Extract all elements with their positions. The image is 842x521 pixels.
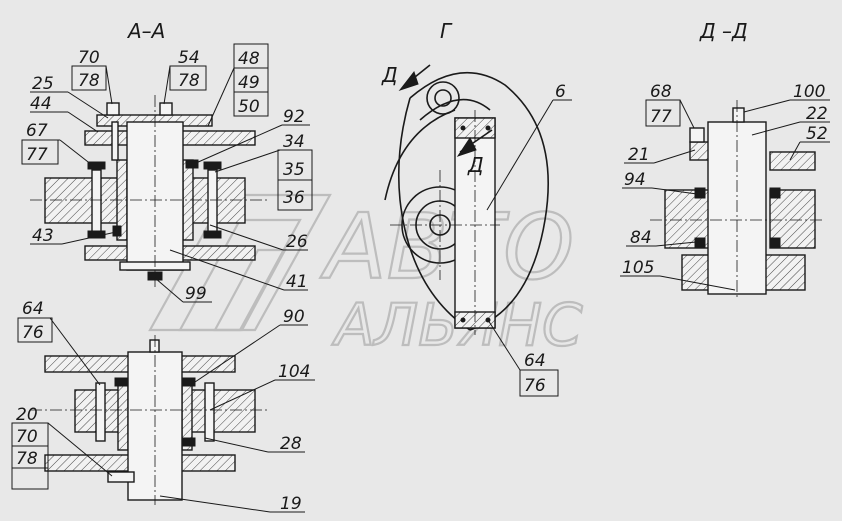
lower-grease-fitting: [149, 339, 160, 353]
cut-arrow-mid: [456, 137, 477, 157]
callout-43: 43: [32, 226, 54, 246]
callout-6: 6: [555, 82, 566, 102]
seal-upper: [185, 159, 199, 169]
callout-25: 25: [32, 74, 54, 94]
small-eye-inner: [434, 89, 452, 107]
dd-grease-fitting: [732, 107, 745, 123]
rivet-3: [460, 317, 466, 323]
callout-20: 20: [16, 405, 38, 425]
cut-label-top: Д: [381, 63, 398, 87]
section-dd-title: Д –Д: [699, 19, 748, 43]
callout-77-left: 77: [26, 145, 48, 165]
small-eye-outer: [426, 81, 460, 115]
callout-boxes: [11, 43, 681, 490]
dd-seal-3: [769, 187, 781, 199]
callout-100: 100: [793, 82, 825, 102]
lower-seal-1: [114, 377, 128, 387]
callout-64-left: 64: [22, 299, 44, 319]
nut-right-top: [203, 161, 222, 170]
rivet-2: [485, 125, 491, 131]
lower-bolt-right: [204, 382, 215, 442]
callout-28: 28: [280, 434, 302, 454]
callout-49: 49: [238, 73, 260, 93]
callout-19: 19: [280, 494, 302, 514]
dd-bottom-right: [764, 254, 806, 291]
lever-outline-inner: [397, 97, 471, 331]
dd-seal-1: [694, 187, 706, 199]
callout-labels: 70 78 54 78 48 49 50 25 44 67 77 92 34 3…: [16, 48, 828, 514]
view-g-title: Г: [440, 19, 453, 43]
lower-bolt-left: [95, 382, 106, 442]
callout-78-mid: 78: [178, 71, 200, 91]
callout-35: 35: [283, 160, 305, 180]
lower-bushing-left: [117, 379, 129, 451]
callout-94: 94: [624, 170, 646, 190]
callout-21: 21: [628, 145, 650, 165]
callout-99: 99: [185, 284, 207, 304]
nut-right-bottom: [203, 230, 222, 239]
callout-68: 68: [650, 82, 672, 102]
callout-78-bottom: 78: [16, 449, 38, 469]
callout-78-top: 78: [78, 71, 100, 91]
lower-seal-2: [182, 377, 196, 387]
callout-48: 48: [238, 49, 260, 69]
dd-seal-2: [694, 237, 706, 249]
callout-90: 90: [283, 307, 305, 327]
nut-left-top: [87, 161, 106, 170]
callout-76-left: 76: [22, 323, 44, 343]
callout-77-right: 77: [650, 107, 672, 127]
callout-41: 41: [286, 272, 308, 292]
lower-bolt-head: [107, 471, 135, 483]
dd-seal-4: [769, 237, 781, 249]
callout-76-right: 76: [524, 376, 546, 396]
callout-52: 52: [806, 124, 828, 144]
rivet-1: [460, 125, 466, 131]
lever-arc: [419, 98, 491, 121]
section-aa-lower: [30, 335, 270, 505]
bolt-right: [207, 169, 218, 233]
lever-curve-left: [384, 109, 456, 201]
top-bolt-shank: [111, 121, 119, 161]
callout-92: 92: [283, 107, 305, 127]
callout-105: 105: [622, 258, 654, 278]
cut-arrow-top: [398, 70, 419, 91]
callout-22: 22: [806, 104, 828, 124]
section-aa-title: А–А: [126, 19, 165, 43]
cut-label-mid: Д: [467, 153, 484, 177]
lever-outline-outer: [409, 72, 549, 331]
callout-26: 26: [286, 232, 308, 252]
lower-seal-3: [182, 437, 196, 447]
callout-54: 54: [178, 48, 200, 68]
callout-70-bottom: 70: [16, 427, 38, 447]
callout-64-right: 64: [524, 351, 546, 371]
callout-50: 50: [238, 97, 260, 117]
top-bolt-2: [159, 102, 173, 116]
callout-70-top: 70: [78, 48, 100, 68]
section-aa-upper: [30, 95, 270, 290]
bolt-left: [91, 169, 102, 233]
callout-34: 34: [283, 132, 305, 152]
callout-44: 44: [30, 94, 52, 114]
view-g: Д Д: [381, 63, 549, 335]
callout-36: 36: [283, 188, 305, 208]
dd-bolt-head: [689, 127, 705, 143]
dd-top-right-block: [769, 151, 816, 171]
seal-lower: [112, 225, 122, 237]
callout-67: 67: [26, 121, 48, 141]
section-dd: [650, 100, 825, 300]
callout-104: 104: [278, 362, 310, 382]
top-bolt-1: [106, 102, 120, 116]
callout-84: 84: [630, 228, 652, 248]
